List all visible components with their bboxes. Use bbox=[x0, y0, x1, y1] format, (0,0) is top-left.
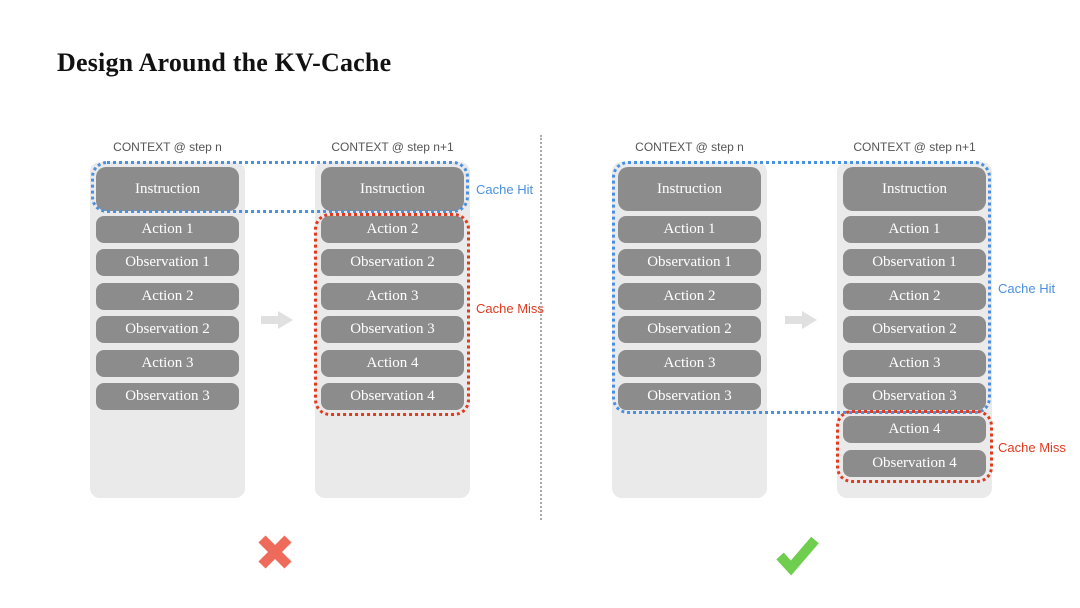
context-step-n-header: CONTEXT @ step n bbox=[635, 140, 744, 154]
cache-hit-label: Cache Hit bbox=[476, 182, 534, 197]
context-box: Action 1 bbox=[618, 216, 761, 243]
arrow-right-icon bbox=[261, 311, 293, 334]
context-box: Action 3 bbox=[321, 282, 464, 310]
context-box: Action 1 bbox=[843, 216, 986, 243]
page-title: Design Around the KV-Cache bbox=[57, 48, 392, 77]
check-icon bbox=[772, 529, 822, 582]
context-box: Action 2 bbox=[96, 282, 239, 310]
context-box: Action 2 bbox=[321, 216, 464, 243]
context-box: Action 3 bbox=[618, 349, 761, 377]
context-box: Instruction bbox=[96, 167, 239, 211]
context-step-n-header: CONTEXT @ step n bbox=[113, 140, 222, 154]
context-box: Instruction bbox=[321, 167, 464, 211]
context-box: Instruction bbox=[843, 167, 986, 211]
context-box: Instruction bbox=[618, 167, 761, 211]
context-box: Action 4 bbox=[843, 416, 986, 444]
section-divider bbox=[540, 135, 542, 520]
context-box: Observation 2 bbox=[321, 249, 464, 277]
context-box: Action 1 bbox=[96, 216, 239, 243]
context-box: Observation 1 bbox=[618, 249, 761, 277]
context-box: Action 4 bbox=[321, 349, 464, 377]
context-step-n1-header: CONTEXT @ step n+1 bbox=[853, 140, 976, 154]
context-box: Action 2 bbox=[618, 282, 761, 310]
context-box: Observation 3 bbox=[321, 316, 464, 344]
cache-miss-label: Cache Miss bbox=[998, 440, 1066, 455]
context-box: Action 3 bbox=[96, 349, 239, 377]
context-box: Observation 3 bbox=[96, 383, 239, 410]
context-box: Observation 4 bbox=[843, 449, 986, 477]
context-box: Observation 2 bbox=[96, 316, 239, 344]
context-box: Observation 1 bbox=[843, 249, 986, 277]
context-step-n1-header: CONTEXT @ step n+1 bbox=[331, 140, 454, 154]
cross-icon bbox=[256, 533, 294, 576]
context-box: Action 3 bbox=[843, 349, 986, 377]
cache-hit-label: Cache Hit bbox=[998, 281, 1056, 296]
context-box: Observation 4 bbox=[321, 383, 464, 410]
context-box: Observation 2 bbox=[843, 316, 986, 344]
context-box: Observation 1 bbox=[96, 249, 239, 277]
cache-miss-label: Cache Miss bbox=[476, 301, 544, 316]
arrow-right-icon bbox=[785, 311, 817, 334]
context-box: Action 2 bbox=[843, 282, 986, 310]
context-box: Observation 2 bbox=[618, 316, 761, 344]
context-box: Observation 3 bbox=[618, 383, 761, 410]
context-box: Observation 3 bbox=[843, 383, 986, 410]
